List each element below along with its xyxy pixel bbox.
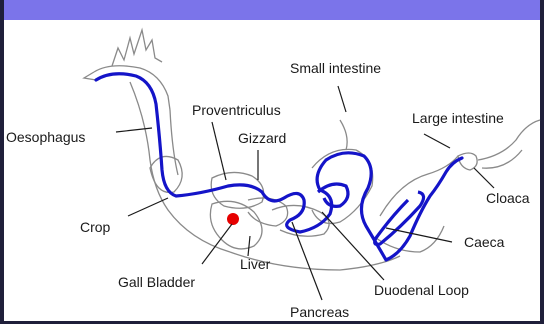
small-intestine-pointer <box>338 86 346 112</box>
crop-pointer <box>128 198 168 216</box>
neck-back-outline <box>170 110 178 175</box>
proventriculus-pointer <box>212 122 226 180</box>
comb-outline <box>112 30 162 66</box>
label-caeca: Caeca <box>464 234 505 250</box>
oesophagus-pointer <box>116 128 152 132</box>
label-proventriculus: Proventriculus <box>192 102 281 118</box>
cloaca-pointer <box>474 168 494 188</box>
tail-lower-outline <box>482 150 522 168</box>
beak-outline <box>84 72 96 80</box>
tail-outline <box>478 120 540 160</box>
liver-pointer <box>248 236 250 256</box>
pancreas-pointer <box>292 222 322 300</box>
label-oesophagus: Oesophagus <box>6 129 85 145</box>
label-pancreas: Pancreas <box>290 304 349 320</box>
small-intestine-pointer-curve <box>340 120 347 150</box>
label-small-intestine: Small intestine <box>290 60 381 76</box>
label-cloaca: Cloaca <box>486 190 530 206</box>
label-gizzard: Gizzard <box>238 130 286 146</box>
label-crop: Crop <box>80 219 111 235</box>
label-liver: Liver <box>240 256 271 272</box>
cloaca-outline <box>458 153 477 170</box>
gall-bladder-dot <box>227 213 239 225</box>
label-gall-bladder: Gall Bladder <box>118 274 195 290</box>
label-large-intestine: Large intestine <box>412 110 504 126</box>
label-duodenal-loop: Duodenal Loop <box>374 282 469 298</box>
large-intestine-pointer <box>424 134 450 148</box>
